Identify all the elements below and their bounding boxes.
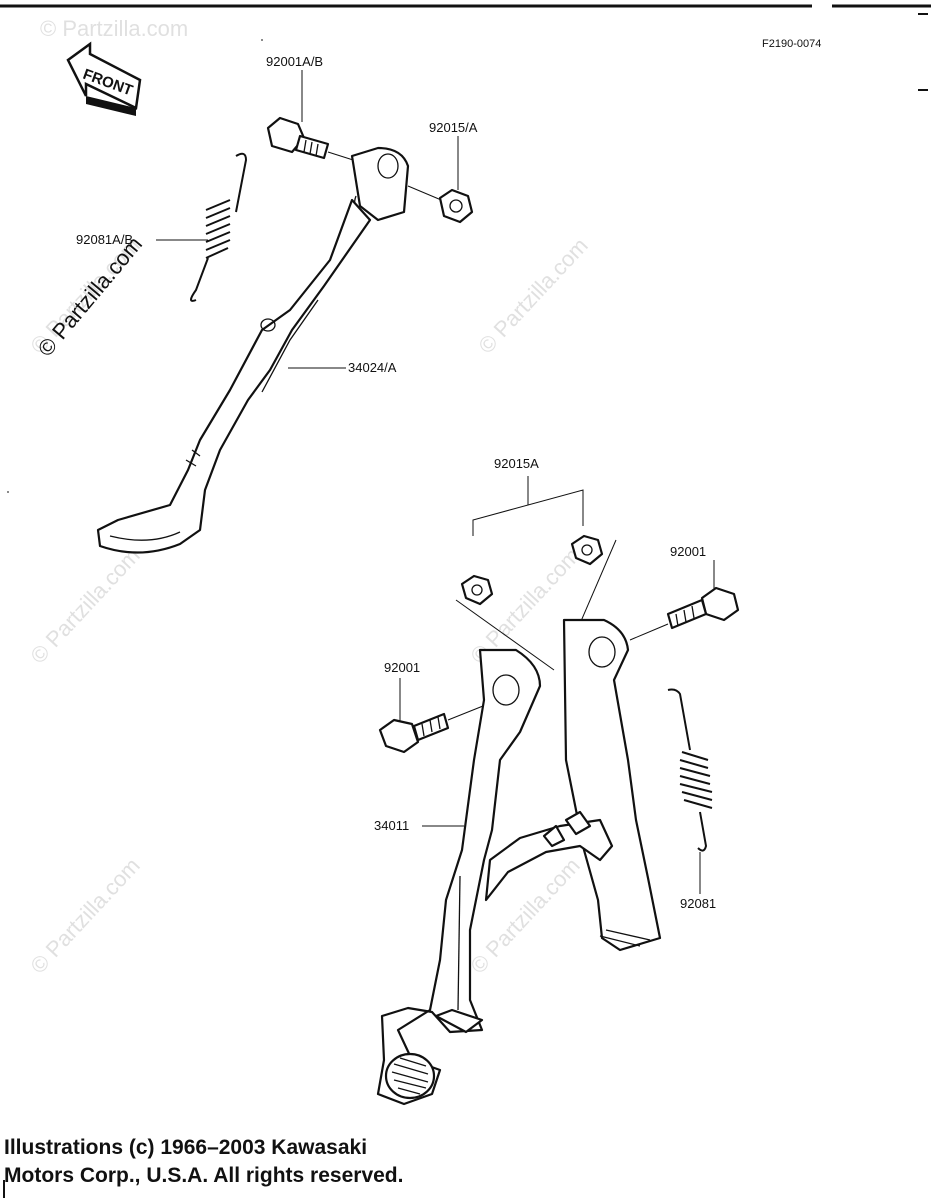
- center-stand-nut-left: [460, 574, 494, 606]
- scan-dot: [7, 491, 9, 493]
- scan-dot: [261, 39, 263, 41]
- front-arrow-icon: FRONT: [66, 41, 142, 116]
- copyright-line-2: Motors Corp., U.S.A. All rights reserved…: [4, 1164, 404, 1187]
- watermark-text: © Partzilla.com: [25, 543, 144, 668]
- center-stand: [376, 618, 662, 1106]
- watermark-text: © Partzilla.com: [40, 16, 188, 41]
- callout-spring-side-stand: 92081A/B: [76, 232, 133, 247]
- callout-bolt-center-right: 92001: [670, 544, 706, 559]
- left-bolt-axis-line: [447, 703, 489, 721]
- watermark-dark-text: © Partzilla.com: [33, 232, 147, 362]
- callout-bolt-side-stand: 92001A/B: [266, 54, 323, 69]
- callout-bolt-center-left: 92001: [384, 660, 420, 675]
- watermark-text: © Partzilla.com: [465, 853, 584, 978]
- callout-nut-side-stand: 92015/A: [429, 120, 478, 135]
- callout-side-stand: 34024/A: [348, 360, 397, 375]
- callout-center-stand: 34011: [374, 818, 409, 833]
- callout-spring-center-stand: 92081: [680, 896, 716, 911]
- center-stand-bolt-right: [666, 586, 740, 630]
- copyright-line-1: Illustrations (c) 1966–2003 Kawasaki: [4, 1136, 368, 1159]
- center-stand-spring: [667, 688, 713, 852]
- center-stand-nut-right: [570, 534, 604, 566]
- watermarks: © Partzilla.com © Partzilla.com © Partzi…: [25, 16, 592, 978]
- figure-code: F2190-0074: [762, 38, 821, 50]
- left-pivot-axis-line: [455, 599, 555, 671]
- side-stand-bolt: [266, 116, 330, 160]
- callout-nuts-center-stand: 92015A: [494, 456, 539, 471]
- watermark-text: © Partzilla.com: [25, 853, 144, 978]
- center-stand-bolt-left: [378, 712, 450, 754]
- right-bolt-axis-line: [629, 623, 669, 641]
- watermark-text: © Partzilla.com: [473, 233, 592, 358]
- side-stand-nut: [438, 188, 474, 224]
- side-stand-spring: [190, 152, 248, 302]
- side-stand: [96, 146, 410, 554]
